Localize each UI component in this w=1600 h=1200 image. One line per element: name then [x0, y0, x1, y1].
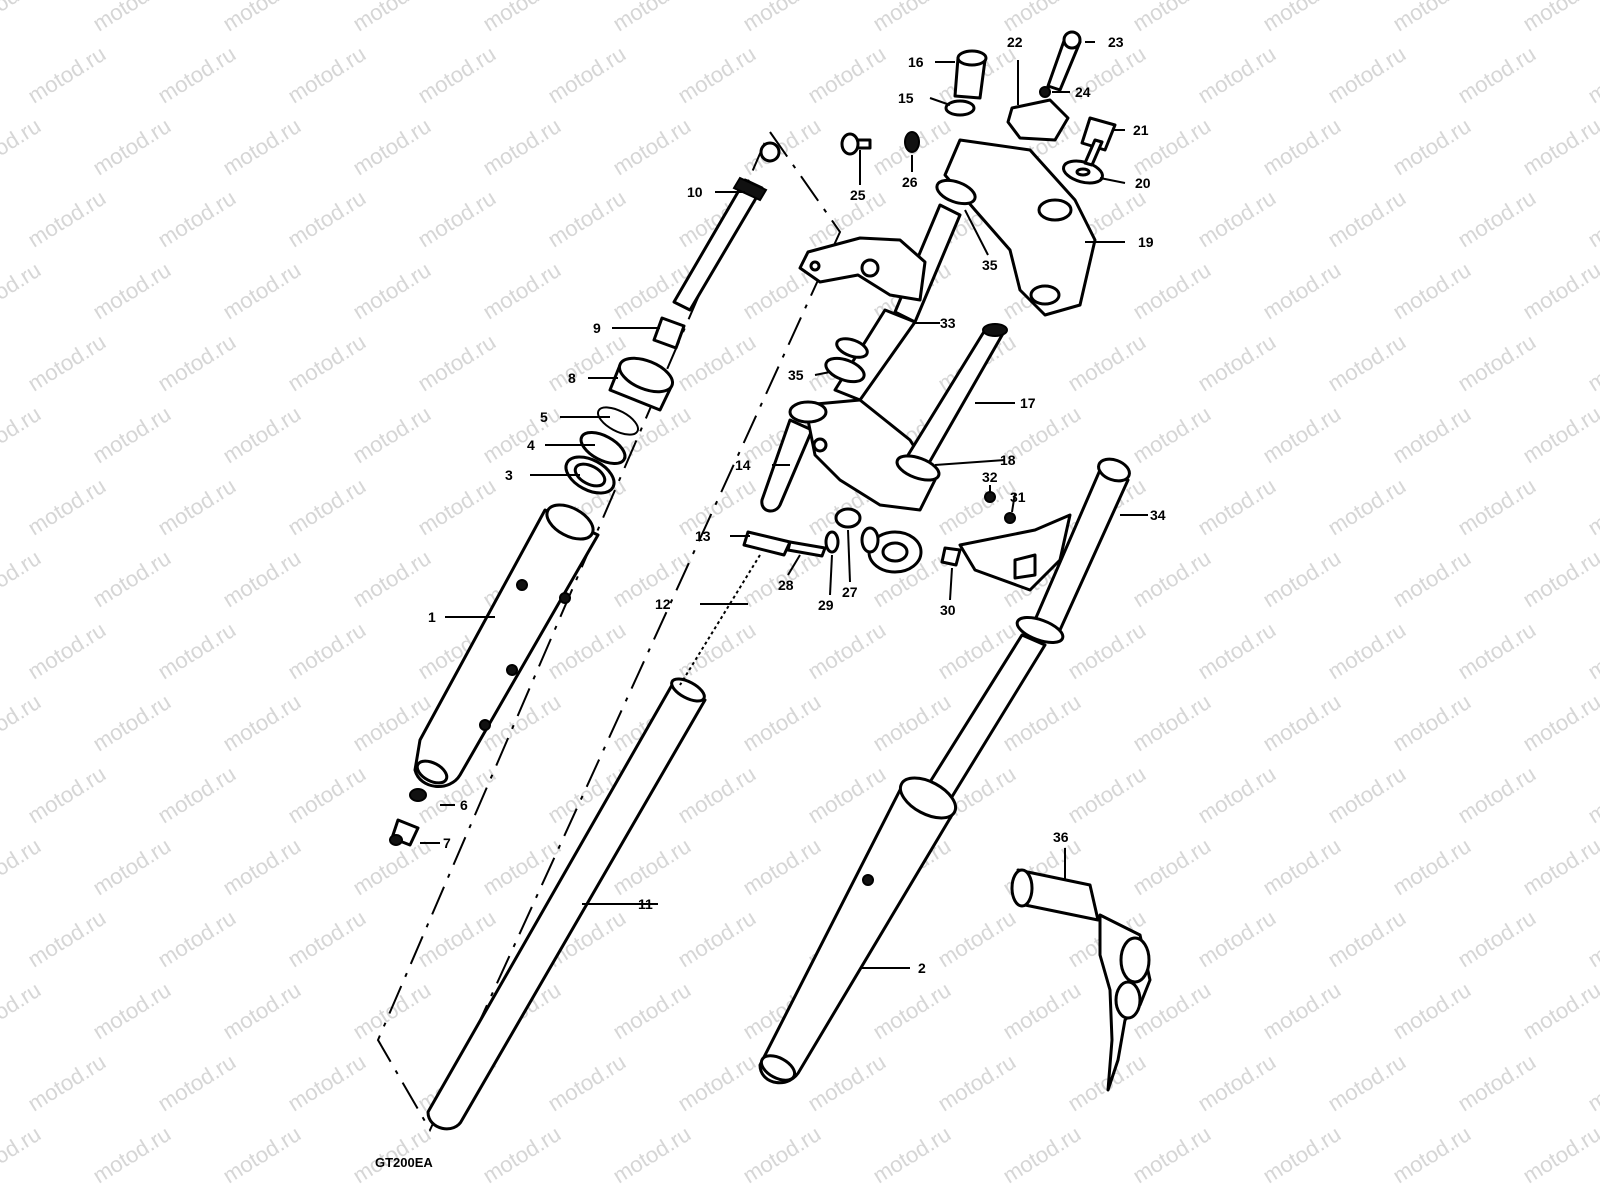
part-36-steering-lock — [1010, 868, 1152, 1092]
label-30: 30 — [940, 602, 956, 618]
label-28: 28 — [778, 577, 794, 593]
label-7: 7 — [443, 835, 451, 851]
part-number-labels: 1 2 3 4 5 6 7 8 9 10 11 12 13 14 15 16 1… — [428, 34, 1166, 976]
label-36: 36 — [1053, 829, 1069, 845]
label-23: 23 — [1108, 34, 1124, 50]
part-20-washer — [1062, 159, 1104, 185]
part-31-screw — [1004, 512, 1016, 524]
label-22: 22 — [1007, 34, 1023, 50]
label-24: 24 — [1075, 84, 1091, 100]
label-9: 9 — [593, 320, 601, 336]
part-25-bolt — [840, 132, 872, 156]
label-18: 18 — [1000, 452, 1016, 468]
part-15-o-ring — [944, 99, 976, 117]
label-35-upper: 35 — [982, 257, 998, 273]
part-23-bolt — [1046, 30, 1082, 92]
label-19: 19 — [1138, 234, 1154, 250]
part-30-bolt — [940, 546, 962, 567]
label-31: 31 — [1010, 489, 1026, 505]
label-12: 12 — [655, 596, 671, 612]
part-2-right-outer-tube — [758, 633, 1047, 1085]
label-3: 3 — [505, 467, 513, 483]
part-7-drain-bolt — [389, 818, 420, 847]
headlight-bracket — [798, 236, 927, 302]
label-8: 8 — [568, 370, 576, 386]
part-6-washer — [409, 788, 427, 802]
label-5: 5 — [540, 409, 548, 425]
label-4: 4 — [527, 437, 535, 453]
label-16: 16 — [908, 54, 924, 70]
label-11: 11 — [638, 896, 653, 912]
leader-lines — [420, 41, 1148, 969]
pinch-collar — [860, 526, 923, 574]
part-13-spacer — [742, 530, 792, 557]
label-26: 26 — [902, 174, 918, 190]
part-35-bearing-upper — [935, 178, 977, 206]
label-35-lower: 35 — [788, 367, 804, 383]
part-1-left-outer-tube — [413, 503, 600, 788]
label-1: 1 — [428, 609, 436, 625]
diagram-code: GT200EA — [375, 1155, 433, 1170]
label-17: 17 — [1020, 395, 1036, 411]
part-18-dust-cover — [895, 454, 941, 482]
label-2: 2 — [918, 960, 926, 976]
part-24-nut — [1039, 86, 1051, 98]
part-32-nut — [984, 491, 996, 503]
label-27: 27 — [842, 584, 858, 600]
part-8-dust-seal — [608, 356, 674, 412]
part-4-washer — [579, 431, 627, 465]
label-13: 13 — [695, 528, 711, 544]
part-12-fork-spring — [679, 554, 761, 686]
label-33: 33 — [940, 315, 956, 331]
part-26-washer — [904, 131, 920, 153]
label-20: 20 — [1135, 175, 1151, 191]
label-15: 15 — [898, 90, 914, 106]
part-16-cap-bolt — [953, 49, 988, 100]
label-6: 6 — [460, 797, 468, 813]
label-29: 29 — [818, 597, 834, 613]
part-28-bolt — [786, 540, 827, 558]
part-17-steering-stem-shaft — [903, 323, 1008, 472]
part-34-right-fork-upper — [958, 457, 1131, 644]
part-5-circlip — [597, 406, 639, 436]
part-29-washer — [824, 530, 840, 554]
part-9-bushing — [652, 316, 686, 350]
part-10-damper-rod — [672, 141, 781, 312]
part-11-inner-tube — [426, 677, 707, 1131]
assembly-frame-lines — [376, 131, 842, 1133]
label-21: 21 — [1133, 122, 1149, 138]
label-25: 25 — [850, 187, 866, 203]
label-14: 14 — [735, 457, 751, 473]
label-32: 32 — [982, 469, 998, 485]
part-3-oil-seal — [564, 455, 616, 495]
part-21-bolt — [1080, 116, 1117, 167]
part-27-spring-washer — [834, 507, 862, 529]
label-34: 34 — [1150, 507, 1166, 523]
part-22-handlebar-clamp — [1006, 98, 1070, 142]
label-10: 10 — [687, 184, 703, 200]
part-35-bearing-lower — [824, 337, 869, 384]
